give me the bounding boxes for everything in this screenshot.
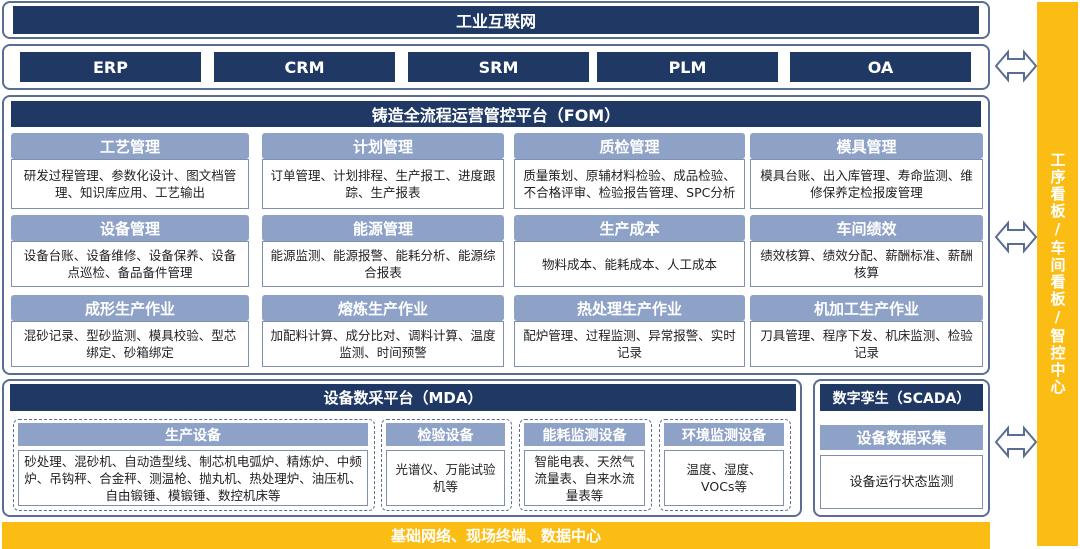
module-title: 成形生产作业 [11, 295, 249, 321]
module-body: 质量策划、原辅材料检验、成品检验、不合格评审、检验报告管理、SPC分析 [514, 159, 745, 209]
fom-title: 铸造全流程运营管控平台（FOM） [11, 101, 981, 127]
mda-group-energy: 能耗监测设备 智能电表、天然气流量表、自来水流量表等 [519, 419, 652, 511]
group-body: 砂处理、混砂机、自动造型线、制芯机电弧炉、精炼炉、中频炉、吊钩秤、合金秤、测温枪… [18, 450, 368, 506]
module-body: 混砂记录、型砂监测、模具校验、型芯绑定、砂箱绑定 [11, 321, 249, 367]
group-body: 智能电表、天然气流量表、自来水流量表等 [524, 450, 645, 506]
group-title: 环境监测设备 [664, 423, 784, 446]
group-title: 检验设备 [386, 423, 505, 446]
module-title: 熔炼生产作业 [262, 295, 504, 321]
module-title: 工艺管理 [11, 133, 249, 159]
double-arrow-icon [994, 220, 1038, 254]
module-body: 刀具管理、程序下发、机床监测、检验记录 [750, 321, 983, 367]
module-body: 订单管理、计划排程、生产报工、进度跟踪、生产报表 [262, 159, 504, 209]
module-title: 热处理生产作业 [514, 295, 745, 321]
mda-frame: 设备数采平台（MDA） 生产设备 砂处理、混砂机、自动造型线、制芯机电弧炉、精炼… [2, 379, 802, 517]
scada-body: 设备运行状态监测 [820, 455, 983, 509]
module-title: 机加工生产作业 [750, 295, 983, 321]
mda-group-environment: 环境监测设备 温度、湿度、VOCs等 [659, 419, 791, 511]
double-arrow-icon [994, 49, 1038, 83]
module-body: 设备台账、设备维修、设备保养、设备点巡检、备品备件管理 [11, 241, 249, 287]
scada-frame: 数字孪生（SCADA） 设备数据采集 设备运行状态监测 [813, 379, 990, 517]
scada-sub-title: 设备数据采集 [820, 425, 983, 450]
module-title: 设备管理 [11, 215, 249, 241]
group-body: 光谱仪、万能试验机等 [386, 450, 505, 506]
industrial-internet-frame: 工业互联网 [2, 1, 990, 39]
module-body: 配炉管理、过程监测、异常报警、实时记录 [514, 321, 745, 367]
group-title: 生产设备 [18, 423, 368, 446]
scada-title: 数字孪生（SCADA） [820, 384, 983, 411]
module-title: 生产成本 [514, 215, 745, 241]
side-bar: 工序看板/车间看板/智控中心 [1037, 2, 1078, 546]
system-plm: PLM [597, 52, 778, 82]
mda-group-production: 生产设备 砂处理、混砂机、自动造型线、制芯机电弧炉、精炼炉、中频炉、吊钩秤、合金… [13, 419, 375, 511]
module-title: 质检管理 [514, 133, 745, 159]
mda-title: 设备数采平台（MDA） [10, 384, 796, 411]
module-title: 计划管理 [262, 133, 504, 159]
base-bar: 基础网络、现场终端、数据中心 [2, 522, 990, 549]
module-body: 加配料计算、成分比对、调料计算、温度监测、时间预警 [262, 321, 504, 367]
system-erp: ERP [20, 52, 201, 82]
system-oa: OA [790, 52, 971, 82]
system-srm: SRM [408, 52, 589, 82]
mda-group-inspection: 检验设备 光谱仪、万能试验机等 [381, 419, 512, 511]
module-body: 物料成本、能耗成本、人工成本 [514, 241, 745, 287]
module-title: 模具管理 [750, 133, 983, 159]
fom-frame: 铸造全流程运营管控平台（FOM） 工艺管理 研发过程管理、参数化设计、图文档管理… [2, 95, 990, 375]
group-title: 能耗监测设备 [524, 423, 645, 446]
module-title: 车间绩效 [750, 215, 983, 241]
systems-frame: ERP CRM SRM PLM OA [2, 44, 990, 90]
side-bar-label: 工序看板/车间看板/智控中心 [1048, 152, 1067, 396]
module-body: 模具台账、出入库管理、寿命监测、维修保养定检报废管理 [750, 159, 983, 209]
group-body: 温度、湿度、VOCs等 [664, 450, 784, 506]
double-arrow-icon [994, 425, 1038, 459]
system-crm: CRM [214, 52, 395, 82]
module-body: 绩效核算、绩效分配、薪酬标准、薪酬核算 [750, 241, 983, 287]
module-title: 能源管理 [262, 215, 504, 241]
module-body: 能源监测、能源报警、能耗分析、能源综合报表 [262, 241, 504, 287]
industrial-internet-title: 工业互联网 [13, 6, 979, 34]
module-body: 研发过程管理、参数化设计、图文档管理、知识库应用、工艺输出 [11, 159, 249, 209]
